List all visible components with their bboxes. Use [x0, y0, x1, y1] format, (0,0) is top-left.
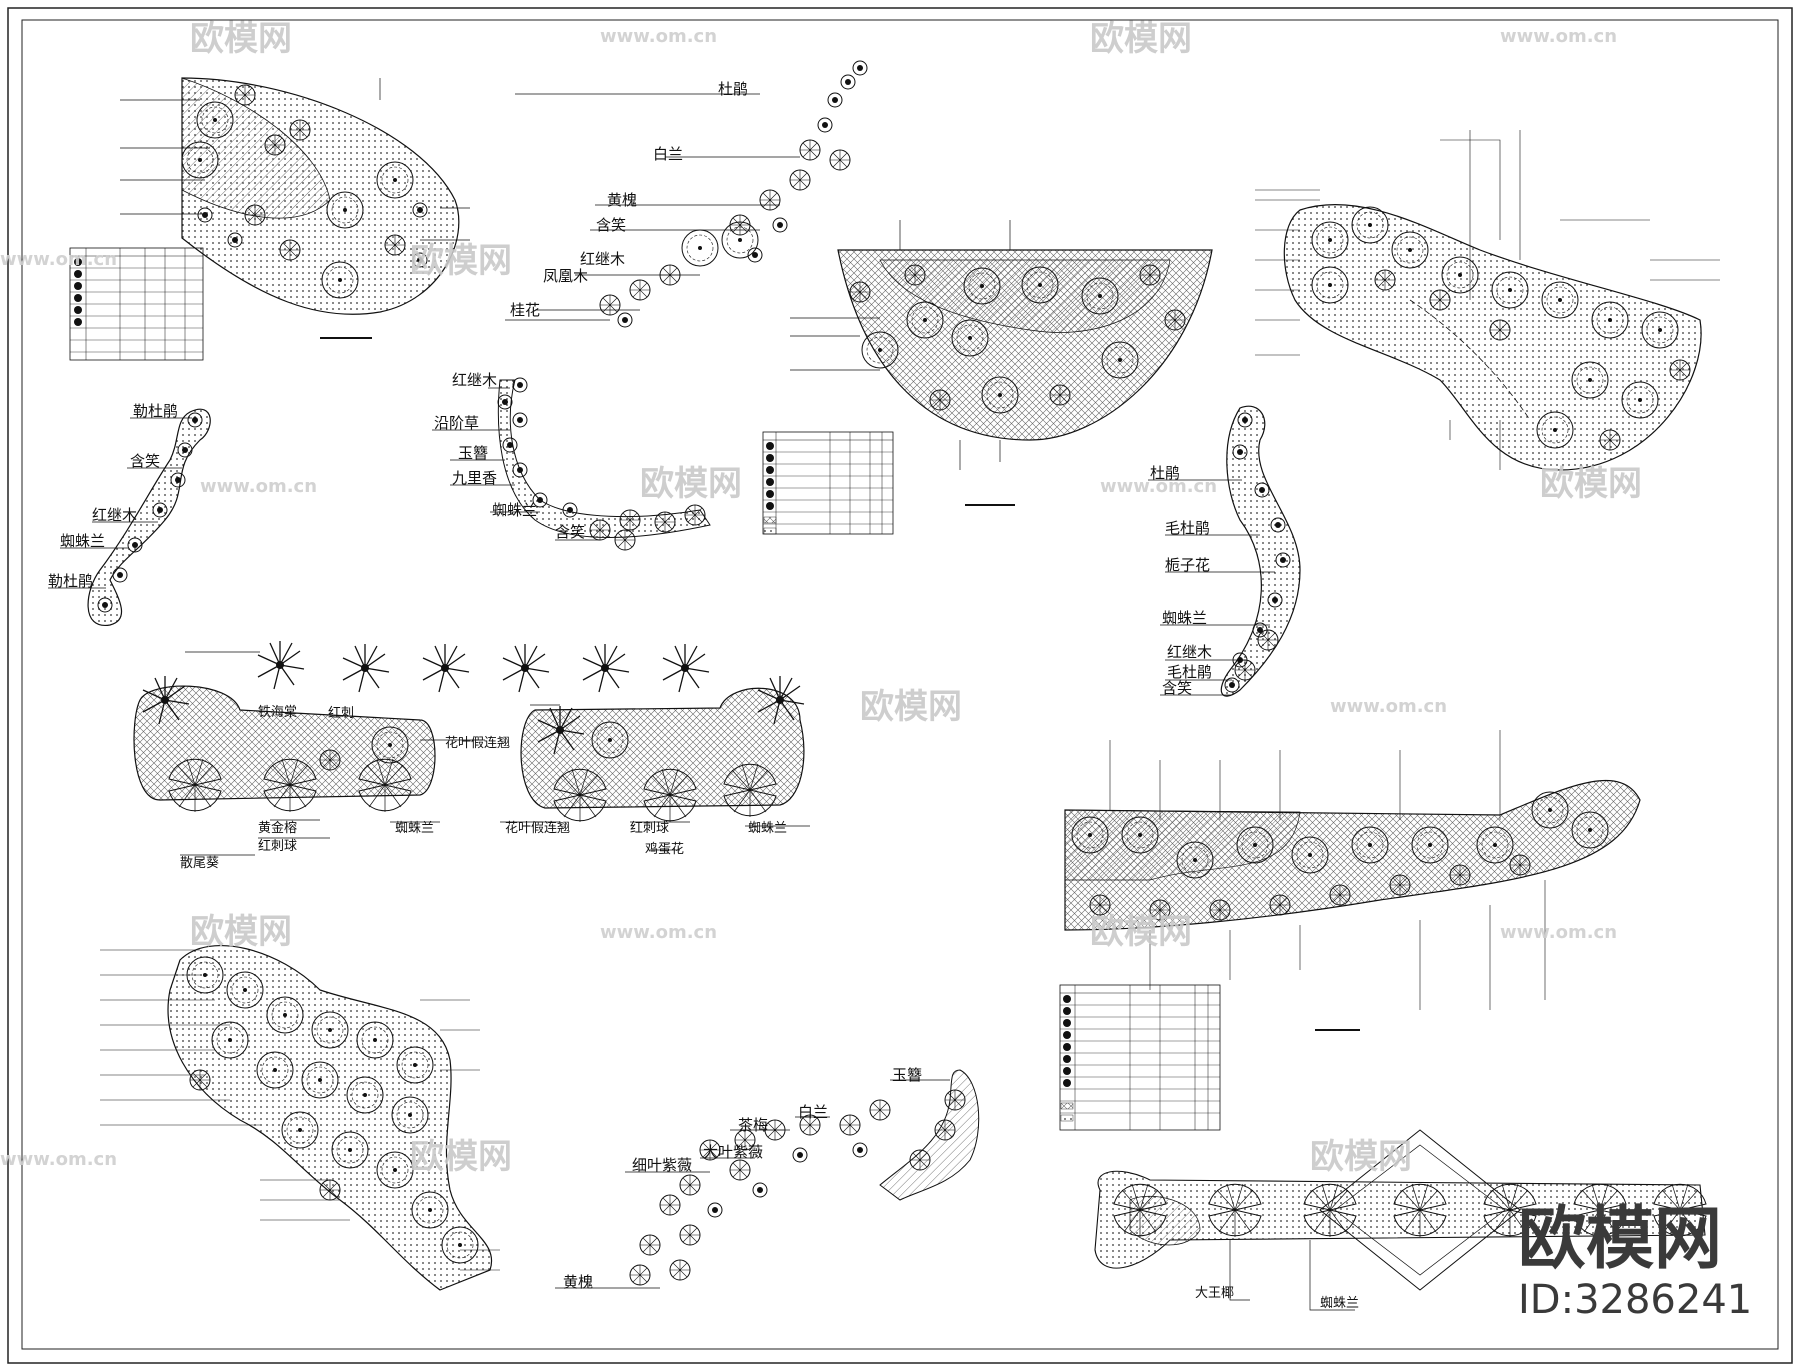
watermark-text-3: 欧模网: [410, 241, 512, 281]
plan-shrub-strip-top: 杜鹃 白兰 黄槐 含笑 红继木 凤凰木 桂花: [505, 60, 868, 328]
watermark-text-9: 欧模网: [410, 1137, 512, 1177]
brand-logo-text: 欧模网: [1518, 1200, 1722, 1279]
label-p1-5: 凤凰木: [543, 267, 588, 285]
plan-8-long-bed: [1059, 730, 1641, 1131]
drawing-border-inner: [21, 19, 1779, 1350]
watermark-url-1: www.om.cn: [600, 26, 717, 47]
watermark-text-5: 欧模网: [640, 464, 742, 504]
plan-9-cluster-bed: [100, 945, 500, 1291]
watermark-text-1: 欧模网: [190, 19, 292, 59]
label-p6-0: 玉簪: [892, 1066, 922, 1084]
label-p5-top-1: 红刺: [328, 705, 354, 721]
label-p2-3: 蜘蛛兰: [60, 532, 105, 550]
label-p6-3: 大叶紫薇: [703, 1143, 763, 1161]
label-p1-0: 杜鹃: [718, 80, 748, 98]
label-p2-2: 红继木: [92, 506, 137, 524]
label-p5-bottom-6: 散尾葵: [180, 856, 219, 871]
label-p6-2: 茶梅: [738, 1116, 768, 1134]
label-p5-bottom-0: 黄金榕: [258, 820, 297, 836]
watermark-text-10: 欧模网: [1310, 1137, 1412, 1177]
plan-11-fan-palm-bed: 大王椰 蜘蛛兰: [1094, 1129, 1707, 1311]
plan-10-diagonal-strip: 玉簪 白兰 茶梅 大叶紫薇 细叶紫薇 黄槐: [555, 1066, 980, 1291]
label-p4-5: 毛杜鹃: [1167, 663, 1212, 681]
label-p5-bottom-2: 蜘蛛兰: [395, 821, 434, 836]
label-p3-5: 含笑: [555, 523, 585, 541]
plan-2-half-round-bed: [762, 220, 1213, 535]
watermark-url-5: www.om.cn: [1100, 476, 1217, 497]
watermark-url-6: www.om.cn: [1330, 696, 1447, 717]
label-p6-1: 白兰: [798, 1103, 828, 1121]
label-p5-top-0: 铁海棠: [258, 705, 297, 720]
label-p6-4: 细叶紫薇: [632, 1156, 692, 1174]
label-p5-bottom-1: 红刺球: [258, 838, 297, 854]
plan-3-island-bed: [1255, 130, 1720, 471]
label-p5-bottom-3: 花叶假连翘: [505, 820, 570, 836]
label-p1-1: 白兰: [653, 145, 683, 163]
watermark-url-2: www.om.cn: [1500, 26, 1617, 47]
label-p4-4: 红继木: [1167, 643, 1212, 661]
brand-stamp: 欧模网 ID:3286241: [1518, 1200, 1752, 1323]
plan-5-v-strip: 红继木 沿阶草 玉簪 九里香 蜘蛛兰 含笑: [432, 371, 711, 551]
plan-4-s-curve-strip: 勒杜鹃 含笑 红继木 蜘蛛兰 勒杜鹃: [48, 402, 211, 626]
label-p1-3: 含笑: [596, 216, 626, 234]
label-p4-2: 栀子花: [1165, 556, 1210, 574]
label-p3-1: 沿阶草: [434, 414, 479, 432]
label-p5-top-2: 花叶假连翘: [445, 735, 510, 751]
label-p3-0: 红继木: [452, 371, 497, 389]
label-p4-3: 蜘蛛兰: [1162, 609, 1207, 627]
label-p3-4: 蜘蛛兰: [492, 501, 537, 519]
label-p1-2: 黄槐: [607, 191, 637, 209]
plan-7-palm-beds: 铁海棠 红刺 花叶假连翘 黄金榕 红刺球 蜘蛛兰 花叶假连翘 红刺球 蜘蛛兰 散…: [133, 640, 810, 871]
watermark-text-2: 欧模网: [1090, 19, 1192, 59]
label-p5-bottom-4: 红刺球: [630, 820, 669, 836]
label-p2-1: 含笑: [130, 452, 160, 470]
label-p2-0: 勒杜鹃: [133, 402, 178, 420]
watermark-text-6: 欧模网: [860, 687, 962, 727]
label-p6-5: 黄槐: [563, 1273, 593, 1291]
watermark-url-9: www.om.cn: [0, 1149, 117, 1170]
label-p5-bottom-7: 鸡蛋花: [645, 841, 684, 857]
label-p4-0: 杜鹃: [1150, 464, 1180, 482]
label-p3-2: 玉簪: [458, 444, 488, 462]
watermark-layer: 欧模网 www.om.cn 欧模网 www.om.cn 欧模网 www.om.c…: [0, 19, 1642, 1177]
label-p5-bottom-5: 蜘蛛兰: [748, 821, 787, 836]
watermark-url-8: www.om.cn: [1500, 922, 1617, 943]
label-p4-1: 毛杜鹃: [1165, 519, 1210, 537]
watermark-url-7: www.om.cn: [600, 922, 717, 943]
label-p4-6: 含笑: [1162, 679, 1192, 697]
label-p2-4: 勒杜鹃: [48, 572, 93, 590]
watermark-text-7: 欧模网: [190, 912, 292, 952]
label-p1-4: 红继木: [580, 250, 625, 268]
label-p7-1: 蜘蛛兰: [1320, 1296, 1359, 1311]
plan-1-planting-bed: [69, 77, 470, 361]
watermark-url-4: www.om.cn: [200, 476, 317, 497]
drawing-border-outer: [7, 7, 1793, 1364]
plan-6-curve-strip: 杜鹃 毛杜鹃 栀子花 蜘蛛兰 红继木 毛杜鹃 含笑: [1148, 405, 1301, 697]
label-p7-0: 大王椰: [1195, 1286, 1234, 1301]
label-p3-3: 九里香: [452, 469, 497, 487]
brand-id-text: ID:3286241: [1518, 1277, 1752, 1323]
watermark-text-4: 欧模网: [1540, 464, 1642, 504]
label-p1-6: 桂花: [510, 301, 540, 319]
watermark-text-8: 欧模网: [1090, 912, 1192, 952]
watermark-url-3: www.om.cn: [0, 249, 117, 270]
